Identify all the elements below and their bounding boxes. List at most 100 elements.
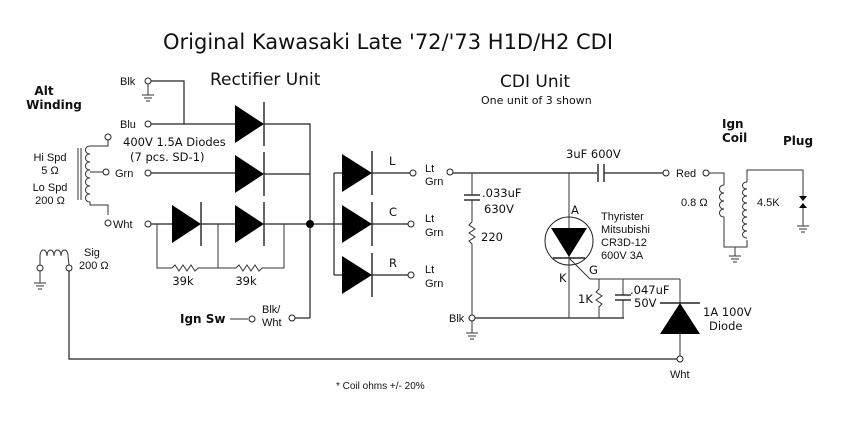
pin-grn: Grn [115,168,133,180]
rectifier-diodes-label-1: 400V 1.5A Diodes [123,135,226,149]
ign-sw-label: Ign Sw [180,312,226,326]
terminal-wht [144,220,152,228]
output-c-wire-1: Lt [425,213,434,225]
thyristor-label-4: 600V 3A [601,250,644,262]
output-c-wire-2: Grn [425,227,443,239]
cdi-ground-terminal [468,314,476,322]
junction-node [306,220,314,228]
output-terminal-l [409,169,417,177]
cdi-unit-subheading: One unit of 3 shown [481,94,592,107]
ign-pin-label-2: Wht [262,317,282,329]
lo-spd-label: Lo Spd [33,182,68,194]
diode-icon [342,202,373,246]
diode-icon [172,202,202,246]
diode-icon [235,152,265,196]
resistor-1-label: 39k [172,274,194,288]
ign-coil-label-1: Ign [722,117,744,131]
capacitor-icon [615,294,631,301]
thyristor-triangle [551,228,587,257]
signal-terminal-out [65,264,73,272]
output-terminal-c [407,220,415,228]
thyristor-gate: G [589,263,598,277]
snubber-cap-label-1: .033uF [482,186,522,200]
output-terminal-red [662,169,670,177]
ground-icon [729,247,741,263]
resistor-icon [468,221,476,318]
trigger-pin-label: Wht [670,369,690,381]
resistor-icon [171,264,218,272]
plug-label: Plug [783,134,813,148]
gate-cap-label-2: 50V [634,296,657,310]
diode-icon [235,102,265,146]
terminal-grn [144,169,152,177]
ign-coil-terminal [702,169,710,177]
signal-coil-ohms: 200 Ω [79,260,109,272]
ground-icon [142,84,154,102]
pin-blu: Blu [120,119,136,131]
trigger-diode-label-1: 1A 100V [703,305,752,319]
trigger-diode-label-2: Diode [709,319,742,333]
wire [746,169,804,196]
alt-terminal-bot [104,219,112,227]
secondary-ohms: 4.5K [757,197,780,209]
pin-blk: Blk [120,76,136,88]
secondary-coil-icon [742,181,748,239]
resistor-icon [235,224,285,272]
terminal-blu [144,120,152,128]
ign-coil-label-2: Coil [722,131,747,145]
dc-bus-wire [264,123,311,318]
thyristor-anode: A [571,203,579,217]
cdi-ground-pin-label: Blk [449,313,465,325]
snubber-cap-label-2: 630V [484,202,514,216]
hi-spd-label: Hi Spd [33,152,66,164]
ign-sw-terminal-rect [288,314,296,322]
hi-spd-ohms: 5 Ω [41,165,58,177]
ground-icon [34,271,46,290]
ground-icon [466,321,478,340]
trigger-terminal [676,355,684,363]
cdi-unit-heading: CDI Unit [500,72,570,92]
cdi-input-terminal [446,168,454,176]
resistor-2-label: 39k [235,274,257,288]
output-terminal-r [407,271,415,279]
signal-coil-label: Sig [84,247,100,259]
trigger-wire [68,271,677,360]
ign-sw-terminal [248,315,256,323]
rectifier-unit-heading: Rectifier Unit [210,70,321,90]
signal-coil-icon [39,249,70,266]
rectifier-diodes-label-2: (7 pcs. SD-1) [130,150,205,164]
wire [151,80,185,124]
wire [709,172,725,185]
resistor-icon [595,279,603,318]
diode-icon [342,151,373,195]
snubber-res-label: 220 [481,230,503,244]
output-c-label: C [389,205,397,219]
output-r-wire-1: Lt [425,264,434,276]
capacitor-icon [464,194,480,201]
gate-res-label: 1K [578,292,593,306]
output-r-wire-2: Grn [425,278,443,290]
diode-icon [235,202,265,246]
lo-spd-ohms: 200 Ω [35,195,65,207]
alt-coil-icon [85,140,109,215]
gate-cap-label-1: .047uF [630,283,670,297]
alternator-winding: Alt Winding Hi Spd 5 Ω Lo Spd 200 Ω [26,84,112,227]
alt-label-1: Alt [34,84,53,98]
thyristor-cathode: K [559,271,567,285]
thyristor-label-1: Thyrister [601,211,644,223]
diode-icon [342,253,373,297]
ign-pin-label-1: Blk/ [262,304,281,316]
primary-coil-icon [719,184,748,248]
diode-icon [660,302,700,334]
page-title: Original Kawasaki Late '72/'73 H1D/H2 CD… [163,30,613,54]
thyristor-label-2: Mitsubishi [601,224,650,236]
ground-icon [797,225,809,233]
output-l-wire-1: Lt [425,163,434,175]
output-l-wire-2: Grn [425,176,443,188]
primary-ohms: 0.8 Ω [681,197,708,209]
output-r-label: R [389,256,397,270]
output-pin-label: Red [676,168,696,180]
footnote: * Coil ohms +/- 20% [336,381,425,392]
gate-lead [568,257,591,280]
